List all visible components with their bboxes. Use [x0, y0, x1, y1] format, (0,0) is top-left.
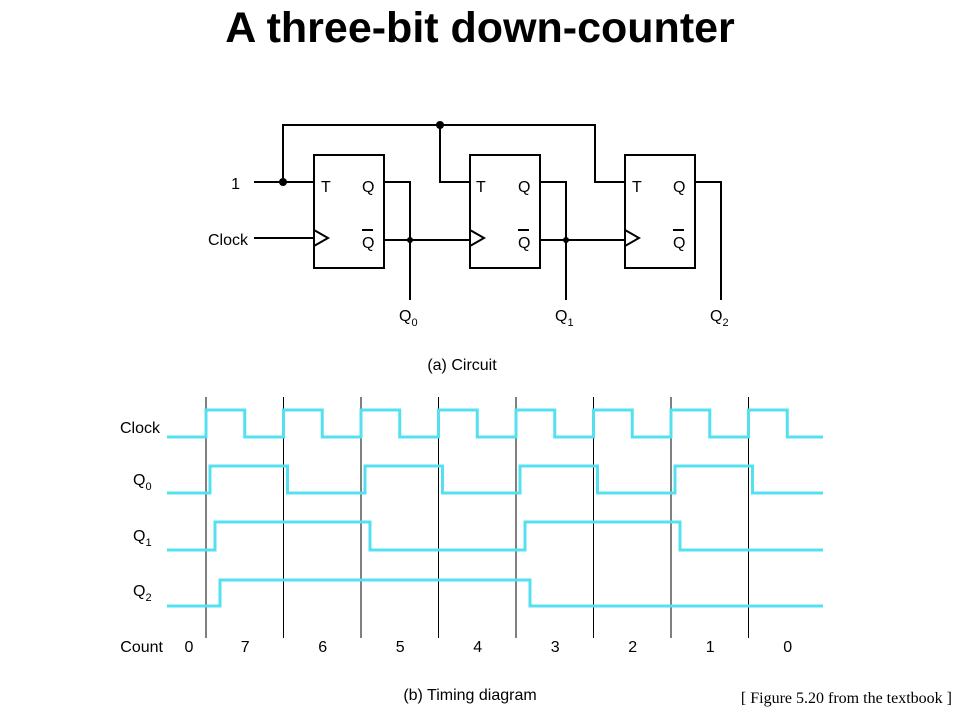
clock-input-label: Clock	[208, 232, 249, 249]
q0-junction-dot	[407, 237, 413, 243]
q1-output-label: Q1	[555, 308, 574, 329]
t-bus-wire	[282, 124, 625, 183]
count-value: 0	[185, 639, 194, 656]
flip-flop-2: T Q Q	[624, 154, 696, 269]
count-value: 7	[241, 639, 250, 656]
count-value: 3	[551, 639, 560, 656]
count-value: 4	[473, 639, 482, 656]
q1-waveform	[167, 520, 823, 552]
q2-output-label: Q2	[710, 308, 729, 329]
count-value: 5	[396, 639, 405, 656]
t-label: T	[632, 179, 642, 196]
qbar-label: Q	[362, 235, 374, 252]
circuit: 1 Clock T Q Q T	[208, 121, 729, 374]
count-value: 1	[706, 639, 715, 656]
slide-title: A three-bit down-counter	[225, 4, 735, 52]
clock-signal-label: Clock	[120, 420, 161, 437]
qbar-label: Q	[673, 235, 685, 252]
q0-signal-label: Q0	[133, 472, 152, 493]
t-bus-junction-dot	[436, 121, 444, 129]
clock-triangle	[469, 229, 487, 247]
q1-junction-dot	[563, 237, 569, 243]
count-value: 6	[318, 639, 327, 656]
count-value: 2	[628, 639, 637, 656]
timing-diagram: Clock Q0 Q1 Q2 Count 0 7 6 5 4 3 2 1 0 (b) Timin…	[120, 397, 823, 704]
timing-waveforms	[167, 408, 823, 608]
flip-flop-0: T Q Q	[313, 154, 385, 269]
flip-flop-box	[313, 154, 385, 269]
q-label: Q	[673, 179, 685, 196]
clock-triangle	[313, 229, 331, 247]
q1-output-wire	[540, 181, 567, 300]
count-values: 0 7 6 5 4 3 2 1 0	[185, 639, 793, 656]
t-bus-branch-wire	[439, 125, 470, 183]
t-label: T	[321, 179, 331, 196]
qbar-label: Q	[518, 235, 530, 252]
clock-triangle	[624, 229, 642, 247]
clock-waveform	[167, 408, 823, 439]
q-label: Q	[362, 179, 374, 196]
q1-signal-label: Q1	[133, 528, 152, 549]
flip-flop-1: T Q Q	[469, 154, 541, 269]
q2-output-wire	[695, 181, 722, 300]
circuit-caption: (a) Circuit	[427, 357, 497, 374]
figure-source-note: [ Figure 5.20 from the textbook ]	[740, 690, 952, 707]
count-label: Count	[120, 639, 163, 656]
q0-waveform	[167, 464, 823, 495]
flip-flop-box	[624, 154, 696, 269]
q-label: Q	[518, 179, 530, 196]
input-one-label: 1	[231, 176, 240, 193]
timing-caption: (b) Timing diagram	[403, 687, 536, 704]
flip-flop-box	[469, 154, 541, 269]
q0-output-label: Q0	[399, 308, 418, 329]
q2-waveform	[167, 578, 823, 608]
q2-signal-label: Q2	[133, 583, 152, 604]
q0-output-wire	[384, 181, 411, 300]
t-label: T	[476, 179, 486, 196]
count-value: 0	[783, 639, 792, 656]
